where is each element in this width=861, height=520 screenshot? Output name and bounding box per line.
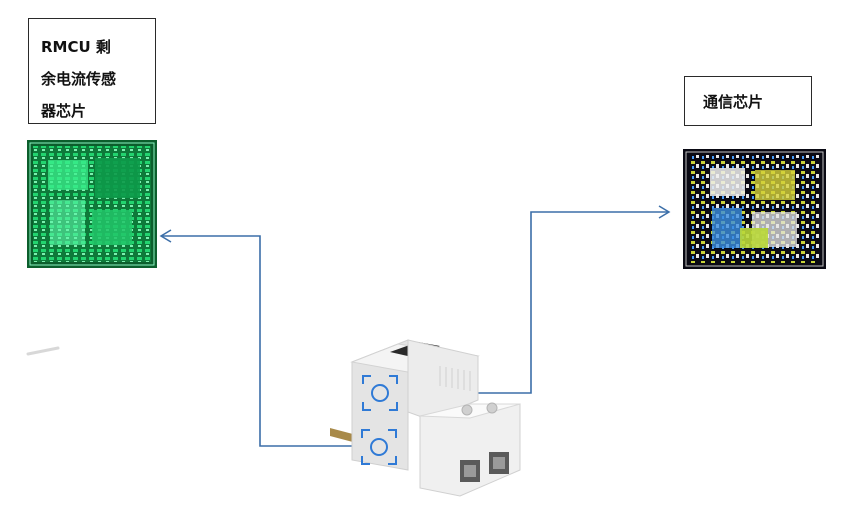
comm-chip-label: 通信芯片 — [684, 76, 812, 126]
decorative-smudge — [26, 346, 60, 356]
comm-chip-label-text: 通信芯片 — [703, 93, 764, 111]
rmcu-label-line-3: 器芯片 — [41, 102, 87, 120]
communication-chip-icon — [683, 149, 826, 269]
rmcu-sensor-chip-icon — [27, 140, 157, 268]
focus-marker-lower-icon — [361, 429, 397, 465]
rmcu-label-line-2: 余电流传感 — [41, 70, 117, 88]
rmcu-chip-label: RMCU 剩 余电流传感 器芯片 — [28, 18, 156, 124]
din-rail-device-icon — [330, 339, 521, 497]
connector-to-rmcu-chip — [159, 229, 360, 447]
focus-marker-upper-icon — [362, 375, 398, 411]
rmcu-label-line-1: RMCU 剩 — [41, 38, 111, 56]
